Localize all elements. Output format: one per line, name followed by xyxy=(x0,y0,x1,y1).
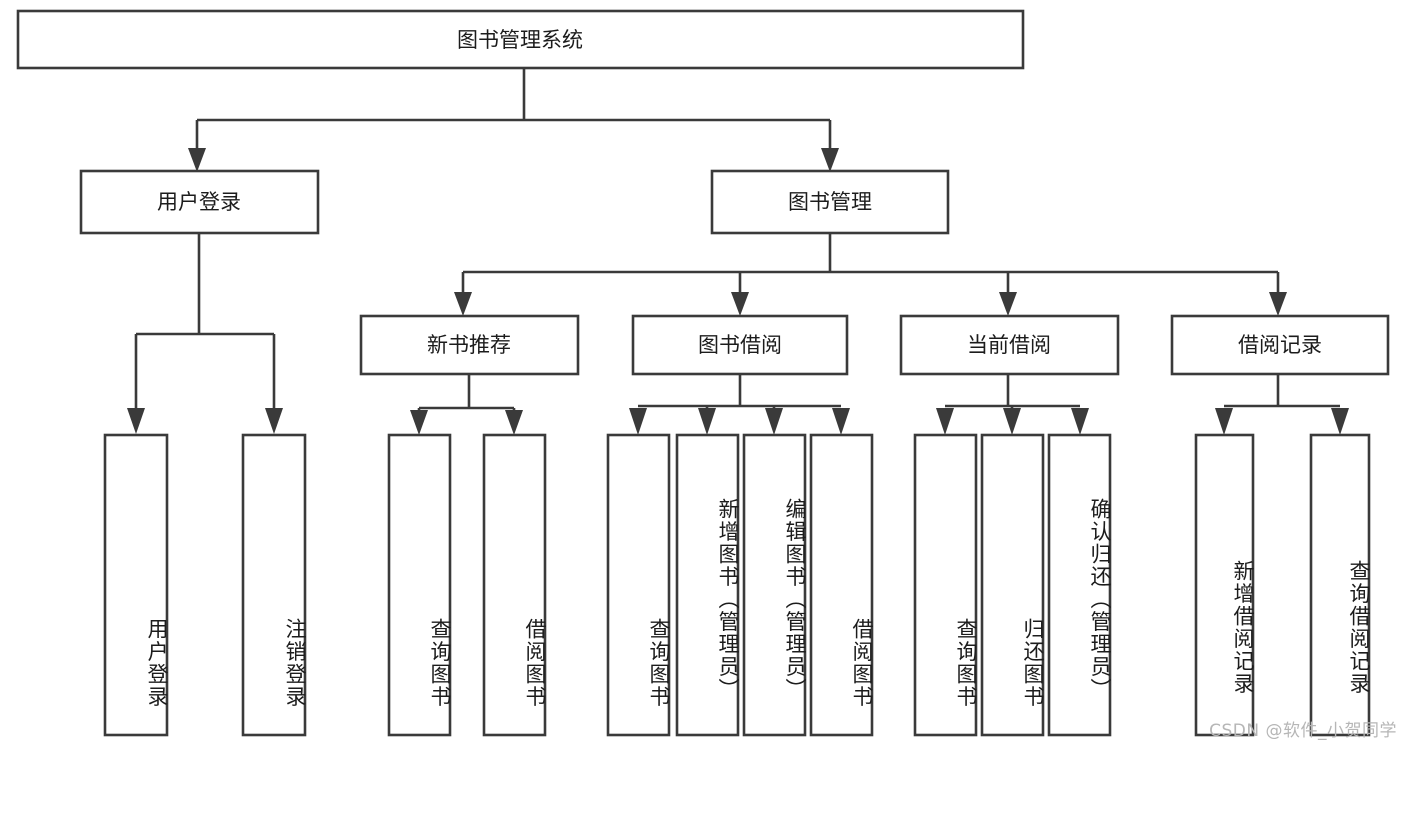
node-label-book-borrow: 图书借阅 xyxy=(698,333,782,357)
node-label-user-login: 用户登录 xyxy=(157,190,241,214)
leaf-box-borrow-record-2[interactable] xyxy=(1309,433,1371,737)
edge-group-newbook-to-leaves xyxy=(410,374,523,435)
leaf-box-current-borrow-3[interactable] xyxy=(1047,433,1112,737)
leaf-box-book-borrow-3[interactable] xyxy=(742,433,807,737)
edge-group-userlogin-to-leaves xyxy=(127,233,283,434)
leaf-box-borrow-record-1[interactable] xyxy=(1194,433,1255,737)
arrow-head-icon xyxy=(936,408,954,435)
arrow-head-icon xyxy=(731,292,749,316)
arrow-head-icon xyxy=(454,292,472,316)
edge-group-borrowrecord-to-leaves xyxy=(1215,374,1349,435)
arrow-head-icon xyxy=(1003,408,1021,435)
node-box-new-book-rec[interactable] xyxy=(359,314,580,376)
arrow-head-icon xyxy=(698,408,716,435)
leaf-box-book-borrow-4[interactable] xyxy=(809,433,874,737)
arrow-head-icon xyxy=(821,148,839,172)
leaf-box-new-book-2[interactable] xyxy=(482,433,547,737)
arrow-head-icon xyxy=(999,292,1017,316)
node-box-root[interactable] xyxy=(16,9,1025,70)
node-label-borrow-record: 借阅记录 xyxy=(1238,333,1322,357)
leaf-box-current-borrow-2[interactable] xyxy=(980,433,1045,737)
node-box-current-borrow[interactable] xyxy=(899,314,1120,376)
arrow-head-icon xyxy=(505,410,523,435)
leaf-box-book-borrow-2[interactable] xyxy=(675,433,740,737)
arrow-head-icon xyxy=(410,410,428,435)
arrow-head-icon xyxy=(629,408,647,435)
arrow-head-icon xyxy=(265,408,283,434)
node-label-book-manage: 图书管理 xyxy=(788,190,872,214)
leaf-box-user-login-1[interactable] xyxy=(103,433,169,737)
node-box-book-borrow[interactable] xyxy=(631,314,849,376)
node-box-user-login[interactable] xyxy=(79,169,320,235)
tree-diagram-svg: 图书管理系统 用户登录 图书管理 新书推荐 图书借阅 当前借阅 借阅记录 xyxy=(16,9,1390,737)
node-label-current-borrow: 当前借阅 xyxy=(967,333,1051,357)
diagram-canvas-container: 图书管理系统 用户登录 图书管理 新书推荐 图书借阅 当前借阅 借阅记录 用户登… xyxy=(16,9,1397,741)
leaf-box-book-borrow-1[interactable] xyxy=(606,433,671,737)
arrow-head-icon xyxy=(832,408,850,435)
edge-group-root-to-level1 xyxy=(188,68,839,172)
leaf-box-new-book-1[interactable] xyxy=(387,433,452,737)
edge-group-bookborrow-to-leaves xyxy=(629,374,850,435)
arrow-head-icon xyxy=(188,148,206,172)
node-label-root: 图书管理系统 xyxy=(457,28,583,52)
arrow-head-icon xyxy=(1071,408,1089,435)
arrow-head-icon xyxy=(127,408,145,434)
leaf-box-user-login-2[interactable] xyxy=(241,433,307,737)
node-box-book-manage[interactable] xyxy=(710,169,950,235)
node-label-new-book-rec: 新书推荐 xyxy=(427,333,511,357)
leaf-box-current-borrow-1[interactable] xyxy=(913,433,978,737)
watermark-text: CSDN @软件_小贺同学 xyxy=(1209,721,1397,741)
arrow-head-icon xyxy=(1269,292,1287,316)
edge-group-currentborrow-to-leaves xyxy=(936,374,1089,435)
arrow-head-icon xyxy=(1215,408,1233,435)
arrow-head-icon xyxy=(1331,408,1349,435)
arrow-head-icon xyxy=(765,408,783,435)
node-box-borrow-record[interactable] xyxy=(1170,314,1390,376)
edge-group-bookmanage-to-level2 xyxy=(454,233,1287,316)
